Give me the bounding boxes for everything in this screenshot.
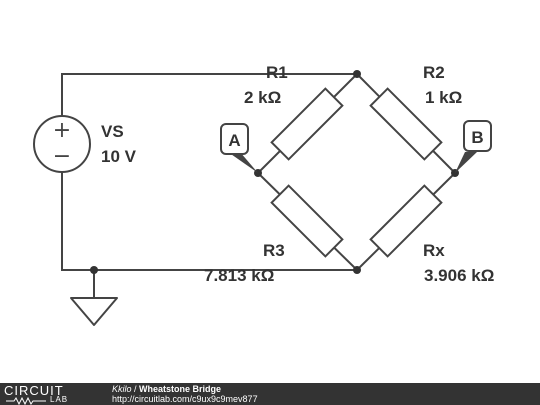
author-link[interactable]: Kkilo [112, 384, 132, 394]
junction-ground [90, 266, 98, 274]
r1-value: 2 kΩ [244, 88, 281, 107]
circuit-meta: Kkilo / Wheatstone Bridge http://circuit… [112, 384, 258, 404]
logo-lab-text: LAB [50, 395, 69, 404]
probe-a[interactable]: A [220, 123, 258, 173]
logo-resistor-icon [6, 397, 46, 405]
voltage-source[interactable]: + − [33, 115, 91, 173]
r3-name: R3 [263, 241, 285, 260]
logo-circuit-text: CIRCUIT [4, 383, 64, 398]
r3-value: 7.813 kΩ [204, 266, 274, 285]
wire-top [61, 73, 357, 116]
r2-name: R2 [423, 63, 445, 82]
resistor-r2[interactable] [369, 87, 443, 161]
probe-a-label: A [228, 131, 240, 150]
rx-value: 3.906 kΩ [424, 266, 494, 285]
source-plus-sign: + [53, 118, 71, 143]
junction-top [353, 70, 361, 78]
meta-separator: / [131, 384, 140, 394]
wire-bottom [61, 172, 357, 271]
source-name: VS [101, 122, 124, 141]
resistor-r1[interactable] [270, 87, 344, 161]
rx-name: Rx [423, 241, 445, 260]
probe-b-label: B [471, 128, 483, 147]
probe-b[interactable]: B [455, 120, 492, 173]
footer-bar: CIRCUIT LAB Kkilo / Wheatstone Bridge ht… [0, 383, 540, 405]
circuit-title: Wheatstone Bridge [139, 384, 222, 394]
resistor-rx[interactable] [369, 184, 443, 258]
circuit-url[interactable]: http://circuitlab.com/c9ux9c9mev877 [112, 394, 258, 404]
source-minus-sign: − [53, 144, 71, 169]
r2-value: 1 kΩ [425, 88, 462, 107]
r1-name: R1 [266, 63, 288, 82]
source-value: 10 V [101, 147, 137, 166]
resistor-r3[interactable] [270, 184, 344, 258]
junction-bottom [353, 266, 361, 274]
circuitlab-logo[interactable]: CIRCUIT LAB [4, 383, 104, 405]
junction-dots [90, 70, 459, 274]
ground-icon [70, 297, 118, 326]
